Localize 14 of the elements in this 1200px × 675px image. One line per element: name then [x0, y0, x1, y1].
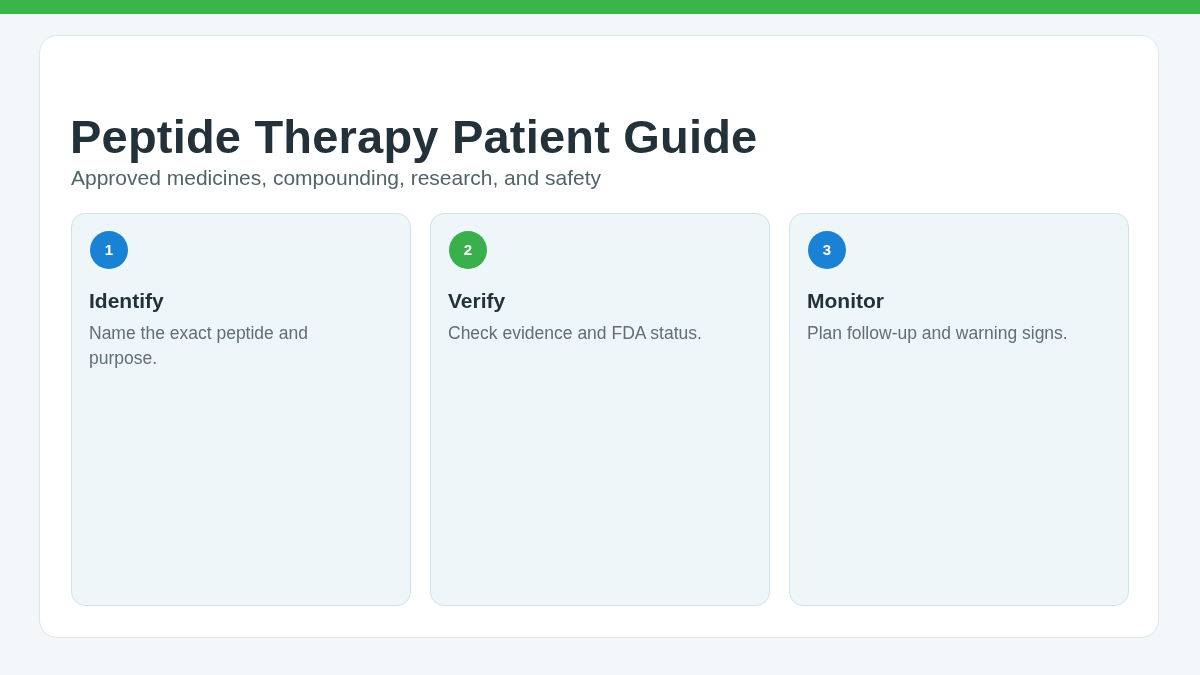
step-heading: Verify: [448, 289, 506, 313]
subtitle: Approved medicines, compounding, research, and safety: [71, 166, 601, 190]
title: Peptide Therapy Patient Guide: [70, 109, 758, 164]
step-heading: Monitor: [807, 289, 884, 313]
step-description: Plan follow-up and warning signs.: [807, 322, 1069, 345]
step-description: Check evidence and FDA status.: [448, 322, 703, 345]
step-description: Name the exact peptide and purpose.: [89, 322, 309, 370]
step-card: [71, 213, 411, 606]
step-number-badge: 3: [808, 231, 846, 269]
step-heading: Identify: [89, 289, 164, 313]
step-card: [430, 213, 770, 606]
step-number-badge: 1: [90, 231, 128, 269]
step-number-badge: 2: [449, 231, 487, 269]
step-card: [789, 213, 1129, 606]
